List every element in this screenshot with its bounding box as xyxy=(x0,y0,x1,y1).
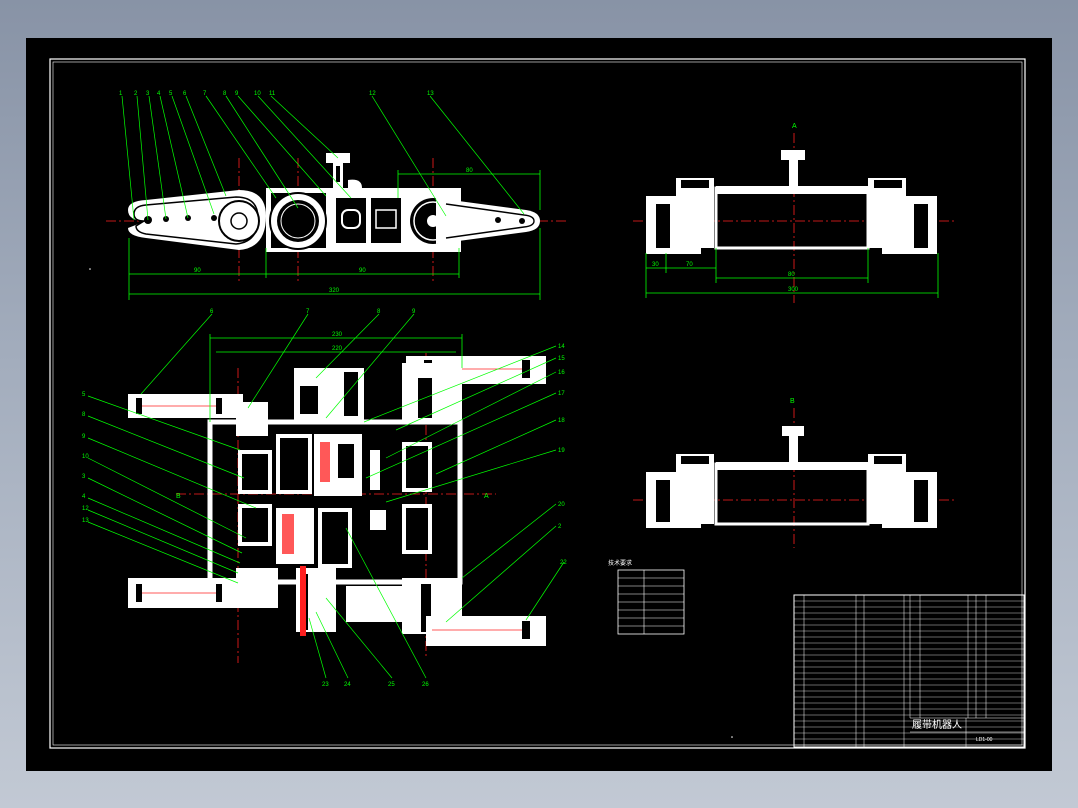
side-view-b: B xyxy=(633,398,956,548)
section-label-a-top: A xyxy=(792,123,797,130)
balloon-plan-right-15: 15 xyxy=(558,356,565,362)
balloon-plan-right-14: 14 xyxy=(558,344,565,350)
top-view: 90 90 320 80 1 2 3 4 5 6 7 8 9 10 11 xyxy=(106,91,566,300)
section-label-b: B xyxy=(790,398,795,405)
balloon-6: 6 xyxy=(183,91,187,97)
dim-side-a: 30 xyxy=(652,262,659,268)
balloon-plan-left-6: 4 xyxy=(82,494,86,500)
balloon-4: 4 xyxy=(157,91,161,97)
balloon-plan-bottom-25: 25 xyxy=(388,682,395,688)
balloon-plan-left-3: 9 xyxy=(82,434,86,440)
balloon-plan-left-5: 3 xyxy=(82,474,86,480)
balloon-9: 9 xyxy=(235,91,239,97)
balloon-plan-top-9: 9 xyxy=(412,309,416,315)
drawing-border xyxy=(49,58,1026,749)
balloon-plan-bottom-23: 23 xyxy=(322,682,329,688)
balloon-plan-right-16: 16 xyxy=(558,370,565,376)
balloon-plan-right-19: 19 xyxy=(558,448,565,454)
balloon-plan-top-7: 7 xyxy=(306,309,310,315)
balloon-plan-right-18: 18 xyxy=(558,418,565,424)
dim-side-b: 70 xyxy=(686,262,693,268)
balloon-3: 3 xyxy=(146,91,150,97)
dim-top-mid: 90 xyxy=(359,268,366,274)
dim-plan-inner: 220 xyxy=(332,346,343,352)
balloon-13: 13 xyxy=(427,91,434,97)
title-block-name: 履带机器人 xyxy=(912,718,962,731)
balloon-plan-right-17: 17 xyxy=(558,391,565,397)
technical-table: 技术要求 xyxy=(608,559,685,635)
title-block: 履带机器人 LD1-00 xyxy=(793,594,1025,748)
balloon-plan-left-7: 12 xyxy=(82,506,89,512)
side-view-a: A 30 70 80 300 xyxy=(633,123,956,303)
balloon-2: 2 xyxy=(134,91,138,97)
balloon-plan-right-20: 20 xyxy=(558,502,565,508)
balloon-plan-right-2: 2 xyxy=(558,524,562,530)
dim-top-upper: 80 xyxy=(466,168,473,174)
dim-side-c: 80 xyxy=(788,272,795,278)
balloon-10: 10 xyxy=(254,91,261,97)
balloon-plan-left-8: 13 xyxy=(82,518,89,524)
section-label-a-plan: A xyxy=(484,493,489,500)
balloon-11: 11 xyxy=(269,91,276,97)
balloon-plan-left-4: 10 xyxy=(82,454,89,460)
dim-top-overall: 320 xyxy=(329,288,340,294)
cad-drawing: 90 90 320 80 1 2 3 4 5 6 7 8 9 10 11 xyxy=(26,38,1052,771)
balloon-plan-bottom-26: 26 xyxy=(422,682,429,688)
balloon-plan-top-6: 6 xyxy=(210,309,214,315)
balloon-plan-left-1: 5 xyxy=(82,392,86,398)
drawing-sheet: 90 90 320 80 1 2 3 4 5 6 7 8 9 10 11 xyxy=(26,38,1052,771)
plan-view: 230 220 B A xyxy=(82,309,567,688)
balloon-5: 5 xyxy=(169,91,173,97)
tech-table-title: 技术要求 xyxy=(608,559,632,567)
section-label-b-plan: B xyxy=(176,493,181,500)
dim-side-overall: 300 xyxy=(788,287,799,293)
balloon-8: 8 xyxy=(223,91,227,97)
balloon-plan-top-8: 8 xyxy=(377,309,381,315)
balloon-7: 7 xyxy=(203,91,207,97)
balloon-1: 1 xyxy=(119,91,123,97)
balloon-plan-bottom-24: 24 xyxy=(344,682,351,688)
dim-top-left: 90 xyxy=(194,268,201,274)
title-block-drawing-no: LD1-00 xyxy=(976,737,993,743)
balloon-plan-left-2: 8 xyxy=(82,412,86,418)
dim-plan-outer: 230 xyxy=(332,332,343,338)
balloon-12: 12 xyxy=(369,91,376,97)
drawing-inner-border xyxy=(52,61,1023,746)
balloon-plan-right-22: 22 xyxy=(560,560,567,566)
